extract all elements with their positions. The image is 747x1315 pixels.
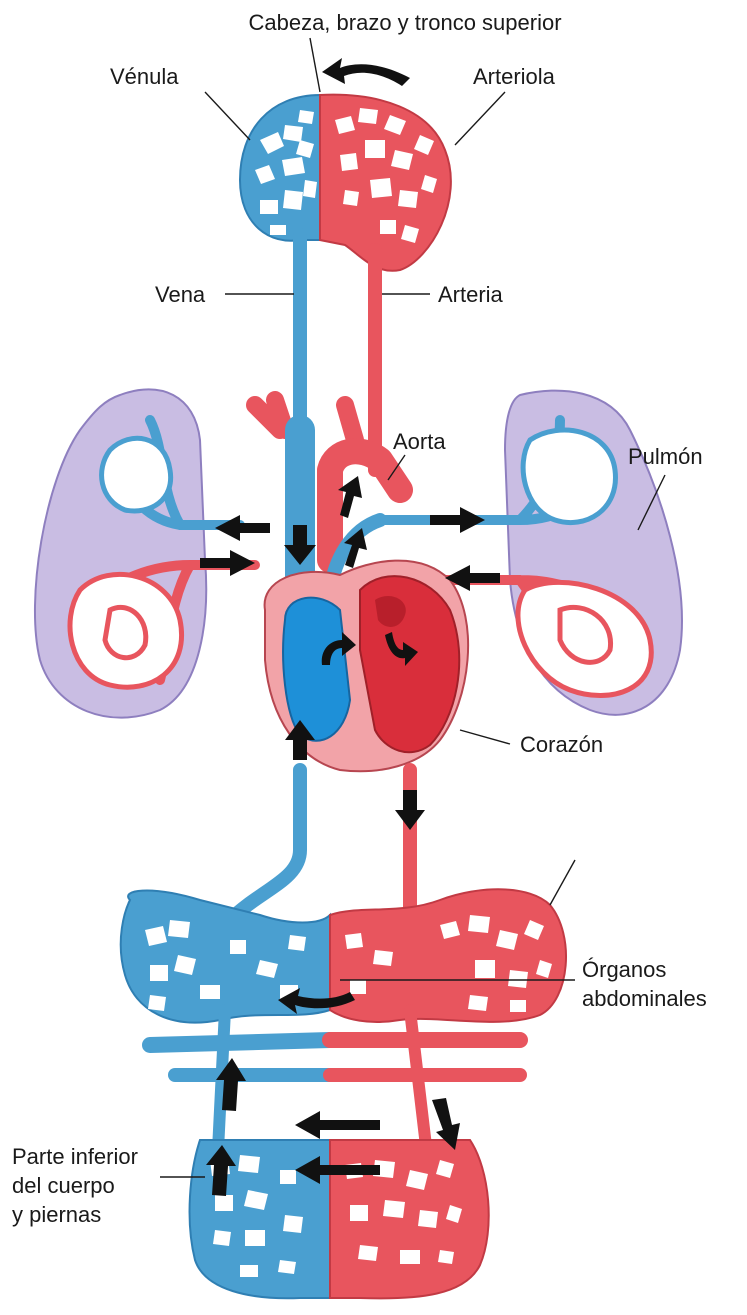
label-organs-1: Órganos (582, 957, 666, 982)
flow-arrow (395, 790, 425, 830)
label-lower-1: Parte inferior (12, 1144, 138, 1169)
flow-arrow (200, 550, 255, 576)
label-aorta: Aorta (393, 429, 446, 454)
flow-arrow (322, 58, 410, 86)
label-organs-2: abdominales (582, 986, 707, 1011)
upper-capillary-bed (240, 95, 451, 271)
label-head: Cabeza, brazo y tronco superior (248, 10, 561, 35)
flow-arrow (295, 1111, 380, 1139)
inferior-vein (230, 770, 300, 920)
label-lower-3: y piernas (12, 1202, 101, 1227)
label-lower-2: del cuerpo (12, 1173, 115, 1198)
label-artery: Arteria (438, 282, 504, 307)
flow-arrow (430, 507, 485, 533)
label-arteriole: Arteriola (473, 64, 556, 89)
label-venule: Vénula (110, 64, 179, 89)
flow-arrow (215, 515, 270, 541)
left-lung (35, 389, 255, 717)
label-vein: Vena (155, 282, 206, 307)
cross-band-vein (150, 1040, 330, 1045)
label-heart: Corazón (520, 732, 603, 757)
label-lung: Pulmón (628, 444, 703, 469)
